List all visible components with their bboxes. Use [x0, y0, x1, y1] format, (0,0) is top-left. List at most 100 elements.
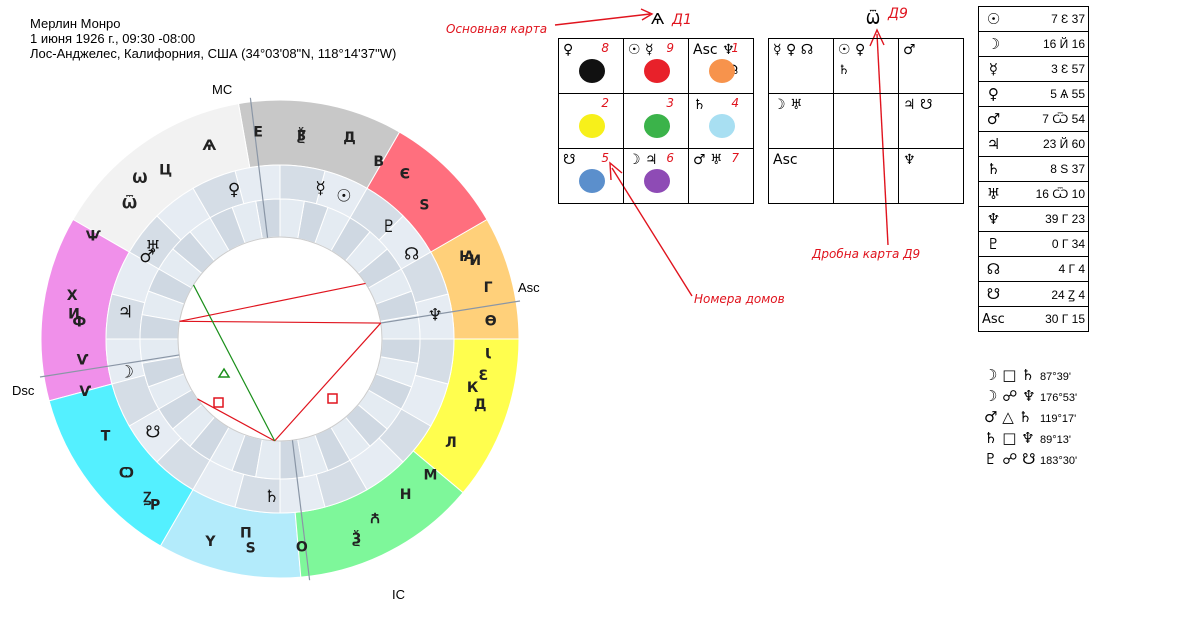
position-row: ♀5 Ѧ 55	[977, 81, 1089, 107]
sign-letter: Ѯ	[352, 529, 362, 547]
d1-top-sign: Ѧ	[651, 10, 665, 28]
cell-planets: ☉ ☿	[628, 42, 654, 58]
aspect-glyphs: ♇ ☍ ☋	[984, 450, 1036, 468]
aspect-line-red	[179, 282, 366, 322]
sign-letter: Ꙇ	[485, 347, 491, 363]
position-degree: 16 Й 16	[1007, 31, 1089, 57]
position-planet: ☋	[977, 281, 1008, 307]
house-color-blob	[709, 114, 735, 138]
grid-cell: ♂ ♅7	[688, 148, 754, 204]
grid-cell: ♂	[898, 38, 964, 94]
cell-planets: ♀	[563, 42, 574, 58]
grid-cell	[833, 148, 899, 204]
position-degree: 7 Ԑ 37	[1007, 6, 1089, 32]
grid-cell: ☽ ♅	[768, 93, 834, 149]
cell-planets: Asc	[773, 152, 798, 168]
position-degree: 24 Ꙁ 4	[1007, 281, 1089, 307]
person-name: Мерлин Монро	[30, 16, 121, 31]
aspect-line-green	[192, 284, 276, 442]
sign-letter: Р	[150, 498, 160, 514]
mc-label: MC	[212, 82, 233, 97]
position-row: ☉7 Ԑ 37	[977, 6, 1089, 32]
d9-top-sign: Ѿ	[866, 10, 881, 28]
birth-place: Лос-Анджелес, Калифорния, США (34°03'08"…	[30, 46, 397, 61]
grid-cell: ☿ ♀ ☊	[768, 38, 834, 94]
cell-planets: Asc ♆	[693, 42, 735, 58]
grid-cell: 3	[623, 93, 689, 149]
sign-letter: Ѵ	[79, 384, 91, 400]
aspect-glyphs: ☽ □ ♄	[984, 366, 1035, 384]
dsc-axis	[39, 354, 180, 378]
aspect-line-red	[274, 322, 382, 442]
position-degree: 16 Ѿ 10	[1007, 181, 1089, 207]
sign-letter: Ѿ	[122, 196, 137, 213]
position-planet: ☊	[977, 256, 1008, 282]
planet-glyph: ♀	[228, 180, 240, 200]
sign-letter: Є	[400, 166, 410, 182]
cell-planets: ☽ ♃	[628, 152, 658, 168]
aspect-glyphs: ☽ ☍ ♆	[984, 387, 1036, 405]
grid-cell: ☉ ♀ ♄	[833, 38, 899, 94]
sign-letter: М	[424, 467, 438, 483]
position-planet: ☽	[977, 31, 1008, 57]
d9-annotation: Д9	[888, 6, 908, 22]
position-planet: ♅	[977, 181, 1008, 207]
cell-planets: ☽ ♅	[773, 97, 803, 113]
position-row: ☋24 Ꙁ 4	[977, 281, 1089, 307]
sign-letter: Ѻ	[119, 466, 134, 482]
house-numbers-annotation: Номера домов	[694, 292, 785, 306]
house-number: 6	[666, 151, 674, 165]
position-row: ♄8 Ѕ 37	[977, 156, 1089, 182]
cell-planets-second-line: ♄	[838, 63, 850, 78]
position-degree: 39 Г 23	[1007, 206, 1089, 232]
aspect-glyphs: ♂ △ ♄	[984, 408, 1032, 426]
position-row: ☿3 Ԑ 57	[977, 56, 1089, 82]
grid-cell	[833, 93, 899, 149]
house-number: 8	[601, 41, 609, 55]
position-row: ♂7 Ѿ 54	[977, 106, 1089, 132]
house-color-blob	[644, 114, 670, 138]
cell-planets: ☉ ♀	[838, 42, 866, 58]
aspect-row: ☽ □ ♄ 87°39'	[984, 366, 1071, 384]
cell-planets: ☋	[563, 152, 576, 168]
birth-datetime: 1 июня 1926 г., 09:30 -08:00	[30, 31, 196, 46]
position-row: ♆39 Г 23	[977, 206, 1089, 232]
aspect-angle: 87°39'	[1040, 371, 1071, 383]
sign-letter: Ц	[159, 162, 172, 178]
sign-letter: Ѳ	[485, 314, 497, 330]
sign-letter: К	[467, 380, 479, 396]
mc-axis	[249, 97, 269, 238]
position-row: ☊4 Г 4	[977, 256, 1089, 282]
planet-glyph: ♄	[264, 487, 279, 507]
aspect-glyphs: ♄ □ ♆	[984, 429, 1035, 447]
planet-glyph: ♂	[139, 247, 154, 267]
ic-axis	[291, 440, 311, 581]
sign-letter: Л	[445, 435, 457, 451]
house-number: 2	[601, 96, 609, 110]
house-color-blob	[579, 59, 605, 83]
aspect-line-red	[197, 398, 275, 442]
position-row: ♇0 Г 34	[977, 231, 1089, 257]
sign-letter: П	[240, 526, 252, 542]
position-degree: 7 Ѿ 54	[1007, 106, 1089, 132]
sign-letter: И	[68, 307, 80, 323]
planet-glyph: ♃	[118, 303, 133, 323]
aspect-angle: 176°53'	[1040, 392, 1078, 404]
sign-letter: Д	[474, 397, 486, 413]
sign-letter: Н	[400, 487, 412, 503]
sign-letter: В	[373, 154, 384, 170]
position-degree: 0 Г 34	[1007, 231, 1089, 257]
sign-letter: Ѕ	[246, 540, 256, 556]
sign-letter: Ԑ	[478, 368, 488, 384]
house-color-blob	[644, 169, 670, 193]
position-planet: ♇	[977, 231, 1008, 257]
house-number: 9	[666, 41, 674, 55]
aspect-row: ♇ ☍ ☋183°30'	[984, 450, 1077, 468]
sign-letter: О	[296, 539, 308, 555]
position-degree: 30 Г 15	[1007, 306, 1089, 332]
position-planet: ♄	[977, 156, 1008, 182]
position-degree: 23 Й 60	[1007, 131, 1089, 157]
sign-letter: Ѵ	[77, 353, 89, 369]
